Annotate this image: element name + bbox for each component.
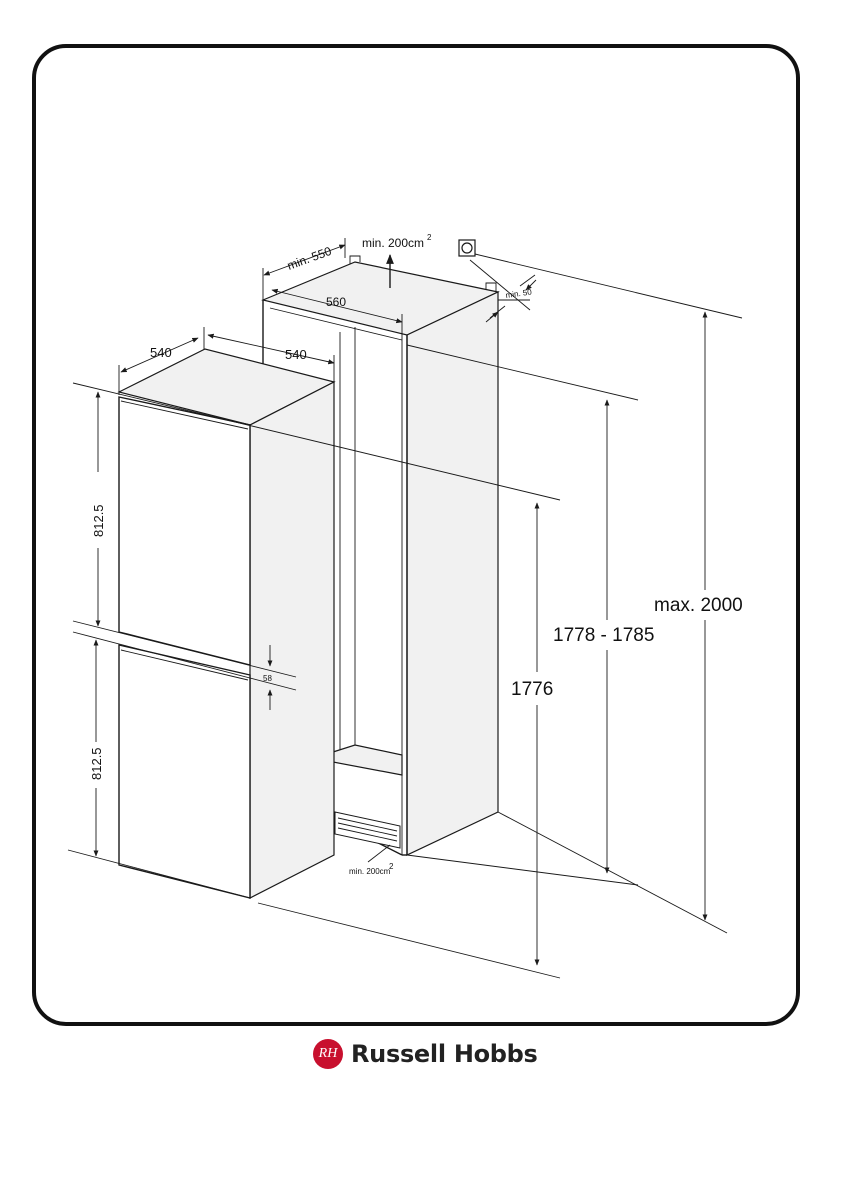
- label-depth-540: 540: [150, 345, 172, 360]
- wall-outlet-symbol: [459, 240, 742, 318]
- brand-name: Russell Hobbs: [351, 1040, 538, 1068]
- label-1776: 1776: [511, 679, 553, 700]
- ext-fridge-floor: [258, 903, 560, 978]
- label-bottom-vent: min. 200cm: [349, 867, 391, 876]
- label-min-50: min. 50: [505, 287, 533, 300]
- fridge-side: [250, 382, 334, 898]
- bottom-vent-grille: [335, 812, 400, 848]
- cabinet-floor: [333, 745, 402, 775]
- label-560: 560: [326, 295, 346, 309]
- label-58: 58: [263, 674, 272, 683]
- label-max-2000: max. 2000: [654, 595, 743, 616]
- dim-1778-1785: 1778 - 1785: [553, 400, 654, 873]
- label-bottom-vent-sup: 2: [389, 862, 394, 871]
- ext-cabinet-floor: [498, 812, 727, 933]
- dim-1776: 1776: [511, 503, 553, 965]
- dim-upper-812: 812.5: [91, 392, 106, 626]
- dim-lower-812: 812.5: [89, 640, 104, 856]
- fridge-lower-door: [119, 645, 250, 898]
- label-min-550: min. 550: [285, 244, 333, 273]
- brand-logo-icon: RH: [313, 1039, 343, 1069]
- fridge-upper-door: [119, 397, 250, 665]
- cabinet-right-side: [407, 292, 498, 855]
- ext-cabinet-bottom: [407, 855, 638, 885]
- label-width-540: 540: [285, 347, 307, 362]
- label-lower-812: 812.5: [89, 747, 104, 780]
- fridge-body: [119, 349, 334, 898]
- brand-logo-text: RH: [319, 1046, 338, 1062]
- brand-footer: RH Russell Hobbs: [313, 1036, 538, 1072]
- label-top-vent-sup: 2: [427, 233, 432, 242]
- label-top-vent: min. 200cm: [362, 236, 424, 250]
- dim-bottom-vent: min. 200cm 2: [349, 845, 394, 876]
- dim-max-2000: max. 2000: [654, 312, 743, 920]
- label-1778-1785: 1778 - 1785: [553, 625, 654, 646]
- label-upper-812: 812.5: [91, 504, 106, 537]
